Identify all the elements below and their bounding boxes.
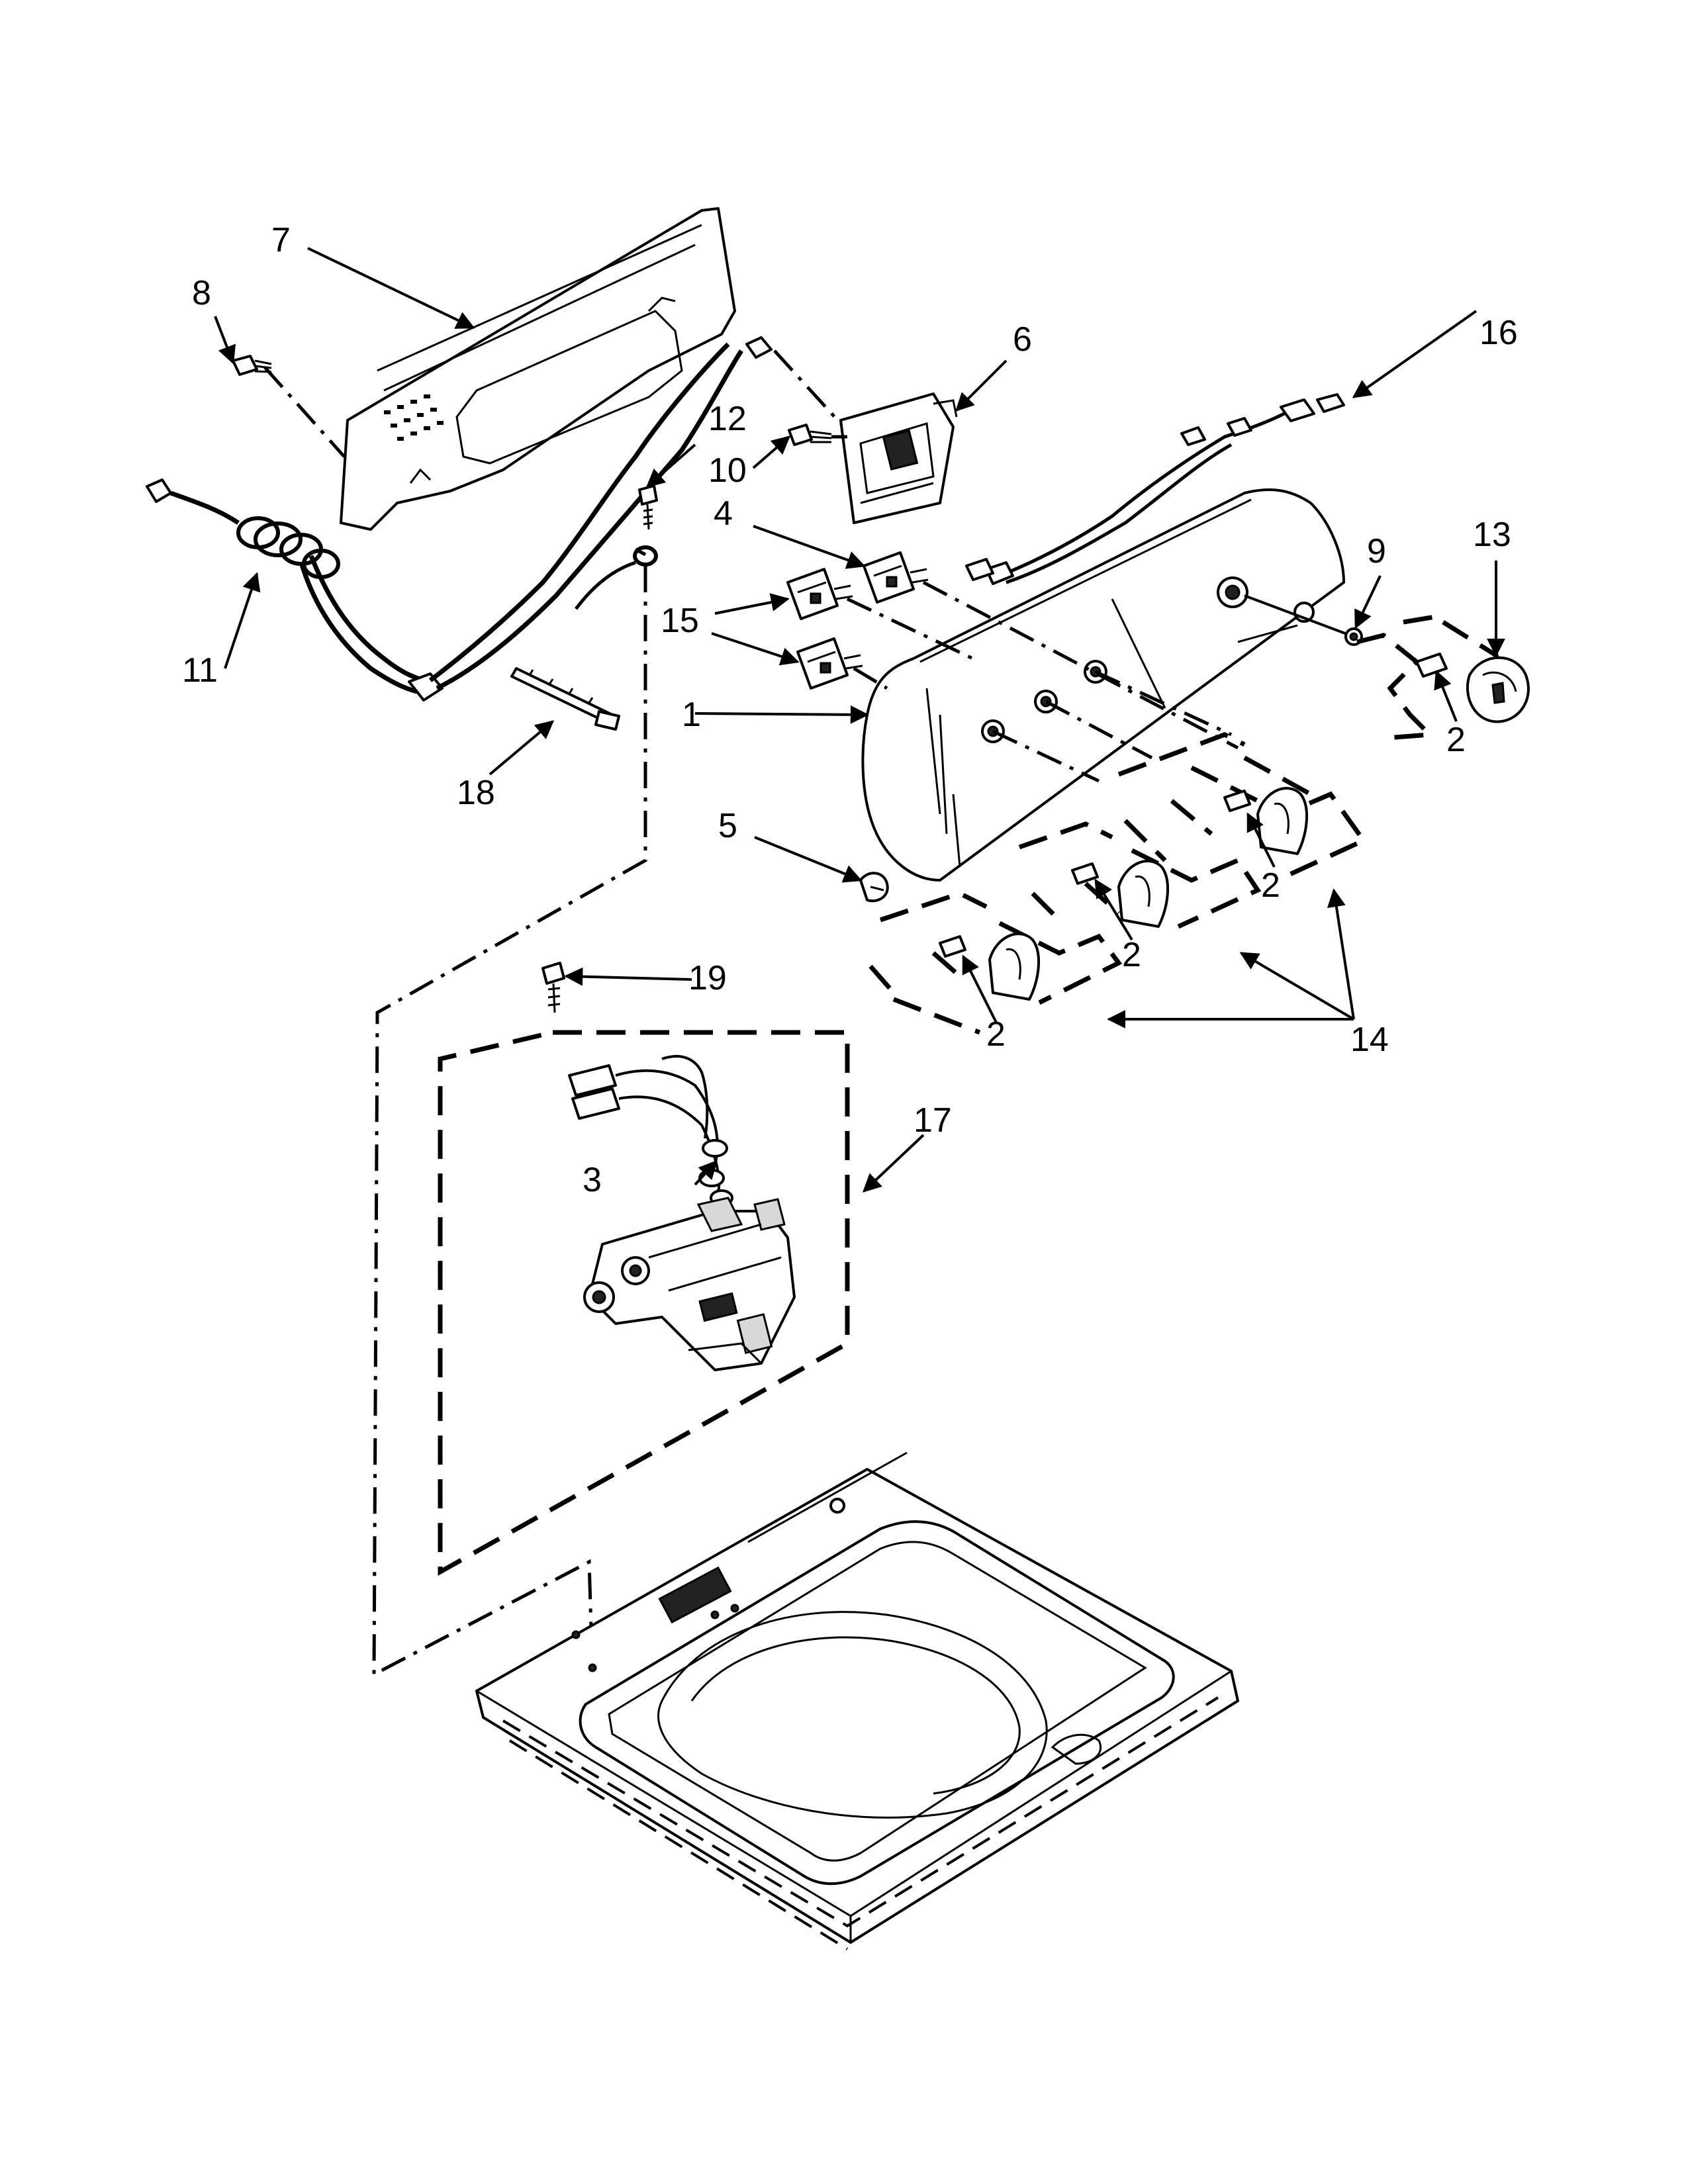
callout-17: 17 (914, 1101, 952, 1140)
washer-top-cover (475, 1451, 1239, 1950)
callout-2-middle: 2 (1122, 936, 1141, 974)
callout-15: 15 (661, 602, 699, 640)
water-valve-kit-box (438, 1030, 850, 1576)
timer-knob-group (1356, 613, 1530, 741)
callout-2-upper: 2 (1261, 866, 1280, 905)
water-inlet-valve (583, 1197, 796, 1371)
switch-top (863, 551, 929, 604)
board-screw (788, 424, 832, 446)
callout-19: 19 (688, 959, 727, 997)
callout-14: 14 (1350, 1021, 1389, 1059)
knob-group-lower (868, 891, 1123, 1035)
callout-18: 18 (457, 774, 495, 812)
ground-screw (633, 484, 658, 567)
valve-wire-harness (568, 1055, 733, 1206)
callout-11: 11 (182, 651, 218, 690)
power-cord (146, 478, 444, 702)
callout-16: 16 (1479, 314, 1518, 352)
console-wire-harness (965, 393, 1345, 585)
callout-4: 4 (714, 494, 733, 533)
top-screw (541, 962, 565, 1013)
callout-2-lower: 2 (986, 1015, 1006, 1054)
cable-tie (510, 667, 620, 731)
callout-12: 12 (708, 400, 747, 438)
callout-2-timer: 2 (1446, 721, 1466, 759)
callout-7: 7 (271, 221, 291, 259)
ground-path-line (372, 566, 647, 1678)
ground-wire-harness (428, 336, 773, 691)
callout-5: 5 (718, 807, 737, 845)
callout-labels: 7 8 6 16 12 10 4 15 1 5 9 13 11 18 19 3 … (182, 221, 1518, 1199)
switch-lower (796, 637, 863, 690)
callout-6: 6 (1013, 320, 1032, 359)
knob-group-middle (1018, 821, 1262, 929)
callout-1: 1 (682, 696, 701, 734)
callout-3: 3 (583, 1161, 602, 1199)
callout-10: 10 (708, 451, 747, 490)
callout-leaders (214, 247, 1505, 1193)
panel-vent-holes (384, 394, 444, 441)
control-board (839, 392, 958, 524)
rear-panel-screw (232, 355, 272, 376)
callout-8: 8 (192, 274, 211, 312)
rear-console-panel (340, 207, 736, 531)
alignment-lines (263, 349, 1239, 783)
switch-middle (786, 568, 853, 620)
wire-clip (859, 872, 889, 903)
callout-9: 9 (1367, 532, 1386, 570)
knob-group-upper (1117, 732, 1368, 880)
callout-13: 13 (1473, 516, 1511, 554)
